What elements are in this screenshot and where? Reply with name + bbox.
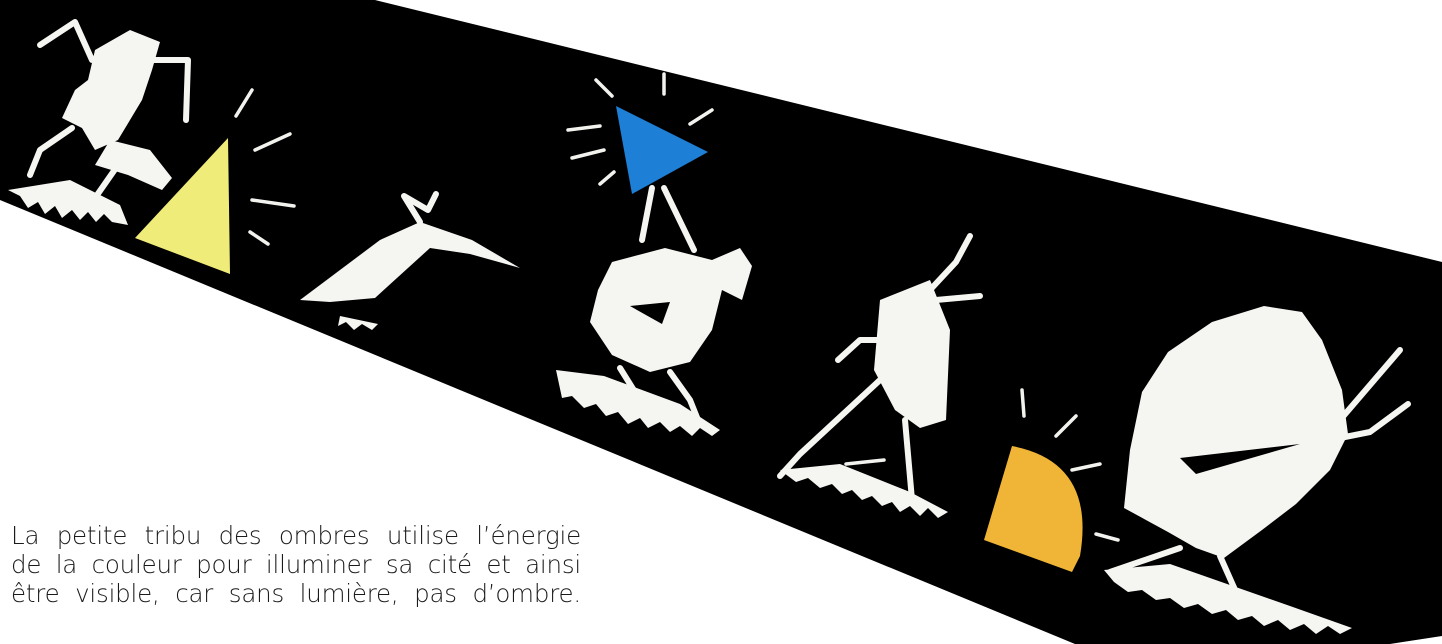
caption-text: La petite tribu des ombres utilise l’éne… bbox=[11, 521, 581, 608]
caption-line-1: La petite tribu des ombres utilise l’éne… bbox=[11, 521, 581, 550]
figure-crouching-left bbox=[8, 19, 191, 225]
caption-line-2: de la couleur pour illuminer sa cité et … bbox=[11, 550, 581, 579]
figure-round-carrier bbox=[556, 185, 752, 436]
blue-triangle bbox=[616, 106, 708, 194]
yellow-triangle bbox=[135, 138, 230, 274]
figure-large-dome bbox=[1104, 306, 1411, 634]
caption-line-3: être visible, car sans lumière, pas d’om… bbox=[11, 579, 581, 608]
orange-half-disc-light bbox=[984, 388, 1120, 572]
yellow-triangle-light bbox=[135, 88, 296, 274]
figure-tall-angular bbox=[777, 233, 983, 518]
blue-triangle-light bbox=[566, 72, 714, 194]
figure-stick-bird bbox=[300, 191, 520, 330]
orange-half-disc bbox=[984, 446, 1083, 572]
